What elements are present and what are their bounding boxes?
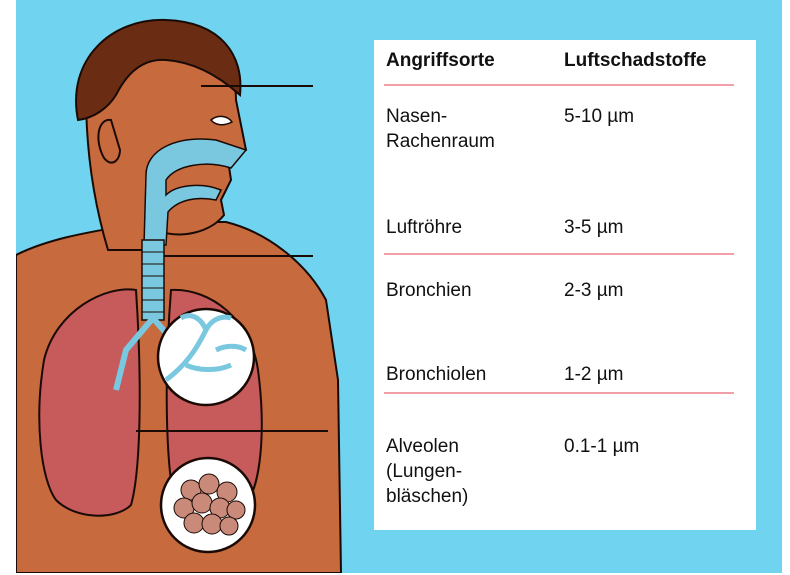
respiratory-system-illustration (16, 0, 376, 573)
divider-upper-airways (384, 253, 734, 255)
diagram-canvas: Angriffsorte Luftschadstoffe Nasen- Rach… (16, 0, 782, 573)
row-size-alveoli: 0.1-1 µm (564, 434, 639, 459)
bronchiole-magnifier (158, 309, 254, 405)
divider-lower-airways (384, 392, 734, 394)
deposition-table: Angriffsorte Luftschadstoffe Nasen- Rach… (374, 40, 756, 530)
row-size-bronchi: 2-3 µm (564, 278, 624, 303)
header-pollutant: Luftschadstoffe (564, 48, 707, 73)
row-site-bronchi: Bronchien (386, 278, 472, 303)
row-size-nasopharynx: 5-10 µm (564, 104, 634, 129)
row-size-bronchioles: 1-2 µm (564, 362, 624, 387)
row-site-trachea: Luftröhre (386, 215, 462, 240)
header-divider (384, 84, 734, 86)
header-attack-site: Angriffsorte (386, 48, 495, 73)
row-site-alveoli: Alveolen (Lungen- bläschen) (386, 434, 468, 509)
row-site-nasopharynx: Nasen- Rachenraum (386, 104, 495, 154)
row-size-trachea: 3-5 µm (564, 215, 624, 240)
row-site-bronchioles: Bronchiolen (386, 362, 486, 387)
